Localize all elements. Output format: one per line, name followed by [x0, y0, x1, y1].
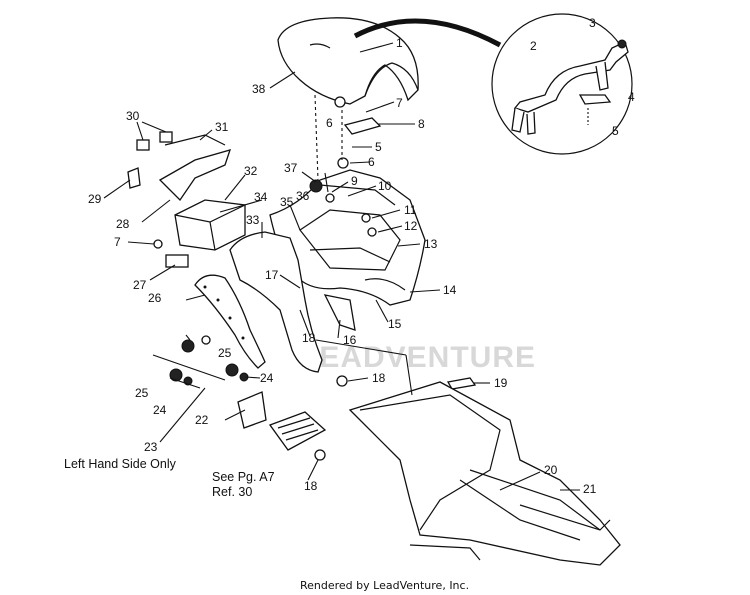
- part-label-2: 2: [530, 39, 537, 53]
- part-label-10: 10: [378, 179, 392, 193]
- mudflap-part: [194, 274, 266, 369]
- part-label-37: 37: [284, 161, 298, 175]
- part-label-7b: 7: [114, 235, 121, 249]
- frame-part: [348, 381, 621, 566]
- part-label-12: 12: [404, 219, 418, 233]
- part-label-28: 28: [116, 217, 130, 231]
- leader-lines: [103, 42, 580, 491]
- part-label-21: 21: [583, 482, 597, 496]
- see-page-note: See Pg. A7: [212, 470, 275, 484]
- part-label-9: 9: [351, 174, 358, 188]
- part-label-3: 3: [589, 16, 596, 30]
- part-label-18c: 18: [304, 479, 318, 493]
- part-label-36: 36: [296, 189, 310, 203]
- part-label-13: 13: [424, 237, 438, 251]
- bracket-part: [127, 131, 232, 202]
- part-label-11: 11: [404, 203, 417, 217]
- part-label-30: 30: [126, 109, 140, 123]
- part-label-6b: 6: [368, 155, 375, 169]
- part-label-32: 32: [244, 164, 258, 178]
- part-label-25a: 25: [135, 386, 149, 400]
- battery-box-part: [174, 199, 246, 251]
- part-label-18b: 18: [372, 371, 386, 385]
- part-label-27: 27: [133, 278, 147, 292]
- reference-note: Ref. 30: [212, 485, 252, 499]
- part-label-18a: 18: [302, 331, 316, 345]
- part-label-33: 33: [246, 213, 260, 227]
- part-label-20: 20: [544, 463, 558, 477]
- part-label-38: 38: [252, 82, 266, 96]
- watermark: LEADVENTURE: [300, 341, 536, 374]
- seat-part: [277, 17, 419, 105]
- part-label-1: 1: [396, 36, 403, 50]
- part-label-35: 35: [280, 195, 294, 209]
- part-label-7: 7: [396, 96, 403, 110]
- part-label-24b: 24: [260, 371, 274, 385]
- part-label-16: 16: [343, 333, 357, 347]
- part-labels: 1 2 3 4 5 6 7 8 5 6 9 10 11 12 13 14 15 …: [88, 16, 635, 496]
- part-label-8: 8: [418, 117, 425, 131]
- part-label-6: 6: [326, 116, 333, 130]
- part-label-14: 14: [443, 283, 457, 297]
- part-label-17: 17: [265, 268, 279, 282]
- part-label-24a: 24: [153, 403, 167, 417]
- side-panel-part: [229, 231, 323, 373]
- part-label-5b: 5: [375, 140, 382, 154]
- part-label-5: 5: [612, 124, 619, 138]
- part-label-15: 15: [388, 317, 402, 331]
- detail-callout: [353, 13, 633, 155]
- small-parts: [153, 96, 477, 461]
- left-hand-side-note: Left Hand Side Only: [64, 457, 177, 471]
- part-label-4: 4: [628, 90, 635, 104]
- part-label-29: 29: [88, 192, 102, 206]
- part-label-25b: 25: [218, 346, 232, 360]
- part-label-31: 31: [215, 120, 229, 134]
- footer-credit: Rendered by LeadVenture, Inc.: [300, 579, 469, 592]
- part-label-19: 19: [494, 376, 508, 390]
- part-label-34: 34: [254, 190, 268, 204]
- part-label-23: 23: [144, 440, 158, 454]
- part-label-22: 22: [195, 413, 209, 427]
- part-label-26: 26: [148, 291, 162, 305]
